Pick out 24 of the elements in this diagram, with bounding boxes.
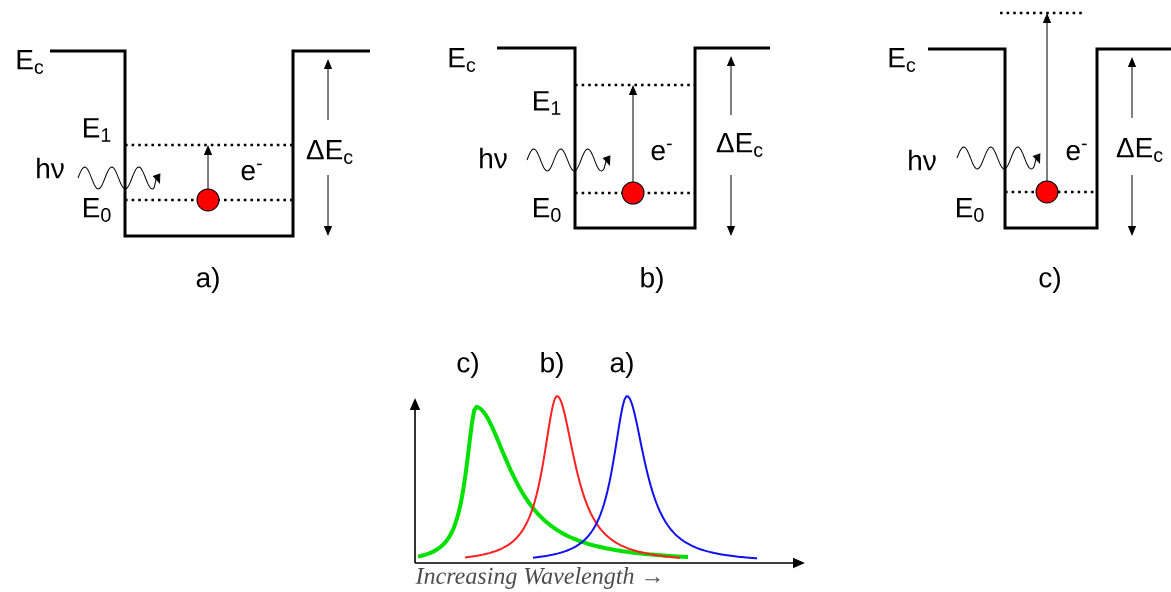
energy-label: E$_{0}$ [84, 198, 111, 222]
panel-label: c) [1039, 266, 1060, 294]
offset-label: ΔE$_{c}$ [306, 140, 353, 164]
photon-label: hν [909, 149, 936, 171]
energy-label: E$_{0}$ [534, 198, 561, 222]
offset-label: ΔE$_{c}$ [1116, 138, 1163, 162]
photon-label: hν [37, 157, 64, 179]
energy-label: E$_{c}$ [449, 48, 476, 72]
energy-label: E$_{c}$ [889, 48, 916, 72]
peak-label: a) [610, 351, 633, 379]
peak-label: c) [457, 351, 478, 379]
axis-label: Increasing Wavelength → [415, 567, 660, 589]
energy-label: E$_{1}$ [84, 118, 111, 142]
photon-label: hν [480, 147, 507, 169]
peak-label: b) [541, 351, 563, 379]
energy-label: E$_{0}$ [957, 198, 984, 222]
panel-label: a) [196, 266, 219, 294]
electron-label: e$^{-}$ [241, 163, 262, 181]
panel-label: b) [641, 266, 663, 294]
offset-label: ΔE$_{c}$ [716, 133, 763, 157]
energy-label: E$_{c}$ [17, 50, 44, 74]
electron-label: e$^{-}$ [1066, 143, 1087, 161]
electron-label: e$^{-}$ [651, 143, 672, 161]
energy-label: E$_{1}$ [534, 91, 561, 115]
